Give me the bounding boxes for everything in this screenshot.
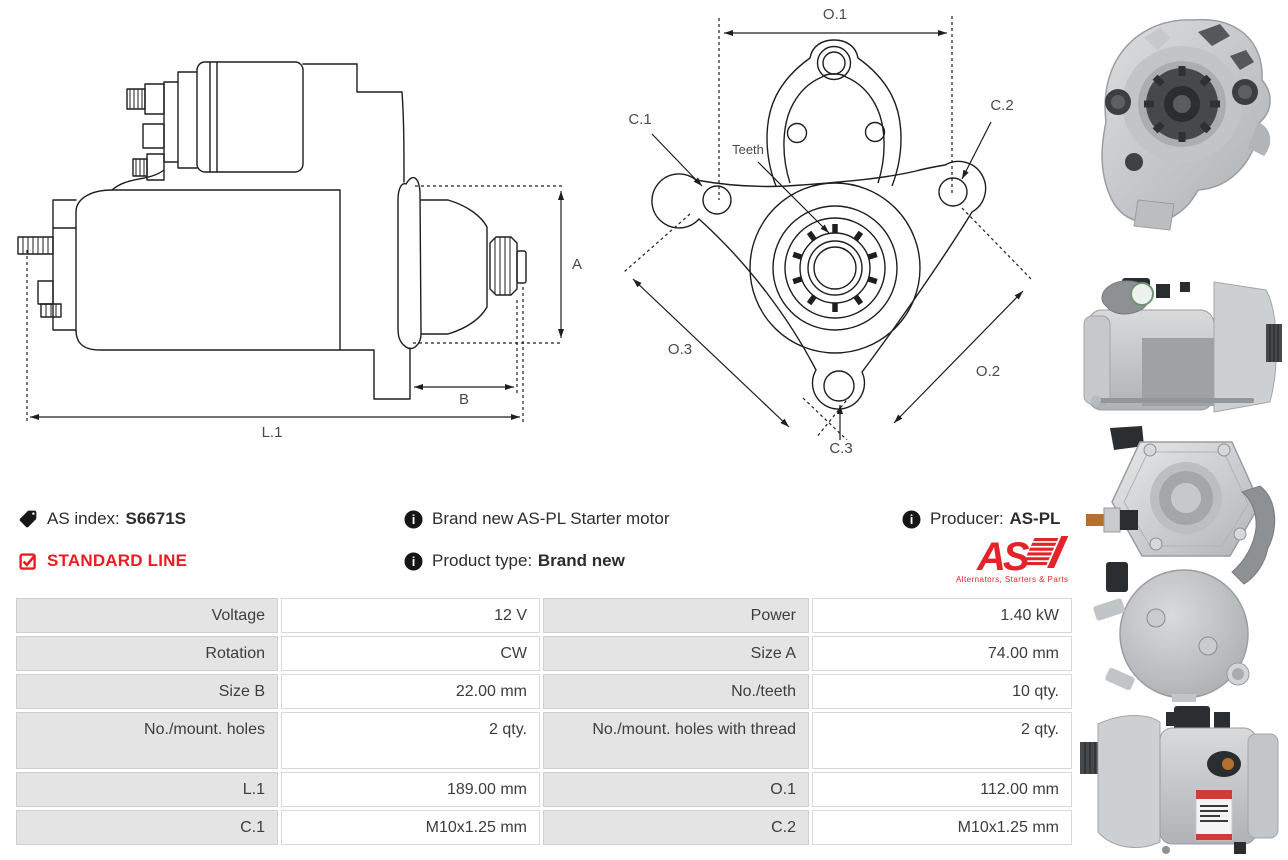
logo-text: AS <box>976 535 1030 579</box>
checkbox-checked-icon <box>19 553 36 570</box>
product-photo-front-angled[interactable] <box>1080 4 1288 250</box>
description-item: i Brand new AS-PL Starter motor <box>404 506 669 532</box>
spec-value: 12 V <box>281 598 540 633</box>
tag-icon <box>19 510 37 528</box>
as-index-item: AS index: S6671S <box>18 506 186 532</box>
spec-label: Size A <box>543 636 809 671</box>
front-view-diagram: O.1 C.1 C.2 Teeth O.3 O.2 C.3 <box>623 6 1033 457</box>
spec-table: Voltage 12 V Power 1.40 kW Rotation CW S… <box>16 598 1072 845</box>
spec-value: 2 qty. <box>281 712 540 769</box>
spec-value: 22.00 mm <box>281 674 540 709</box>
standard-line-badge: STANDARD LINE <box>18 548 187 574</box>
spec-label: Voltage <box>16 598 278 633</box>
dim-label-a: A <box>572 256 582 273</box>
product-type-text: Product type: Brand new <box>432 551 625 570</box>
starter-side-outline <box>17 61 527 400</box>
side-view-diagram: A B L.1 <box>17 61 582 441</box>
pinion-teeth <box>792 224 878 312</box>
spec-value: 74.00 mm <box>812 636 1072 671</box>
dim-label-l1: L.1 <box>262 424 283 441</box>
svg-text:i: i <box>412 512 416 527</box>
product-photo-top-view[interactable] <box>1080 426 1288 702</box>
producer-item: i Producer: AS-PL <box>902 506 1060 532</box>
description-text: Brand new AS-PL Starter motor <box>432 509 670 528</box>
svg-text:i: i <box>910 512 914 527</box>
spec-label: No./teeth <box>543 674 809 709</box>
spec-value: M10x1.25 mm <box>281 810 540 845</box>
spec-value: 112.00 mm <box>812 772 1072 807</box>
spec-label: No./mount. holes <box>16 712 278 769</box>
product-photo-side-right[interactable] <box>1080 252 1288 424</box>
spec-label: C.2 <box>543 810 809 845</box>
product-type-item: i Product type: Brand new <box>404 548 625 574</box>
dim-label-b: B <box>459 391 469 408</box>
logo-stripes <box>1022 536 1069 568</box>
spec-label: Power <box>543 598 809 633</box>
as-index-text: AS index: S6671S <box>47 509 186 528</box>
dim-label-o3: O.3 <box>668 341 692 358</box>
info-icon: i <box>404 552 423 570</box>
spec-value: 10 qty. <box>812 674 1072 709</box>
producer-text: Producer: AS-PL <box>930 509 1061 528</box>
spec-label: O.1 <box>543 772 809 807</box>
spec-value: M10x1.25 mm <box>812 810 1072 845</box>
spec-label: C.1 <box>16 810 278 845</box>
info-icon: i <box>404 510 423 528</box>
dim-label-c1: C.1 <box>628 111 651 128</box>
dim-label-teeth: Teeth <box>732 142 764 157</box>
logo-tagline: Alternators, Starters & Parts <box>956 575 1068 584</box>
as-pl-logo: AS Alternators, Starters & Parts <box>956 535 1069 584</box>
standard-line-label: STANDARD LINE <box>47 551 188 570</box>
product-photo-side-left[interactable] <box>1080 702 1288 860</box>
starter-front-outline <box>651 39 987 410</box>
spec-value: 189.00 mm <box>281 772 540 807</box>
info-icon: i <box>902 510 921 528</box>
side-view-dimensions <box>26 185 564 424</box>
dim-label-c3: C.3 <box>829 440 852 457</box>
svg-text:i: i <box>412 554 416 569</box>
spec-label: Size B <box>16 674 278 709</box>
spec-value: 2 qty. <box>812 712 1072 769</box>
spec-label: Rotation <box>16 636 278 671</box>
spec-value: CW <box>281 636 540 671</box>
dim-label-o2: O.2 <box>976 363 1000 380</box>
spec-label: No./mount. holes with thread <box>543 712 809 769</box>
dim-label-c2: C.2 <box>990 97 1013 114</box>
spec-label: L.1 <box>16 772 278 807</box>
front-view-dimensions <box>623 16 1033 441</box>
spec-value: 1.40 kW <box>812 598 1072 633</box>
dim-label-o1: O.1 <box>823 6 847 23</box>
